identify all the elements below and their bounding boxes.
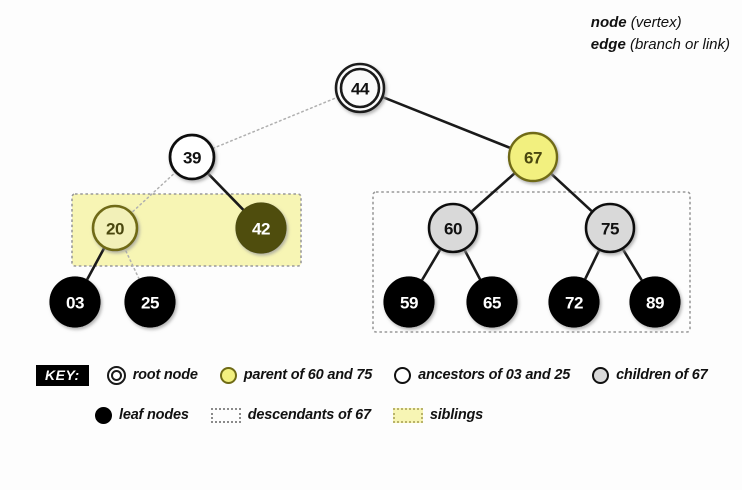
tree-edge: [205, 170, 246, 213]
key-legend: KEY: root node parent of 60 and 75 ances…: [0, 352, 742, 442]
node-label: 59: [400, 294, 418, 313]
tree-node-44: 44: [334, 62, 386, 114]
node-label: 03: [66, 294, 84, 313]
node-circle: [334, 62, 386, 114]
node-label: 44: [351, 80, 370, 99]
root-node-icon: [106, 365, 126, 385]
tree-edge: [462, 247, 483, 283]
tree-node-59: 59: [383, 276, 435, 328]
tree-node-75: 75: [584, 202, 636, 254]
annotation-term-edge: edge: [590, 35, 626, 53]
tree-node-39: 39: [168, 133, 216, 181]
children-icon: [592, 366, 610, 384]
tree-node-25: 25: [124, 276, 176, 328]
node-circle: [584, 202, 636, 254]
key-badge: KEY:: [36, 364, 89, 386]
node-circle: [383, 276, 435, 328]
tree-node-60: 60: [427, 202, 479, 254]
annotation-legend: node (vertex) edge (branch or link): [591, 12, 730, 56]
node-circle: [168, 133, 216, 181]
annotation-paren-edge: (branch or link): [625, 35, 730, 53]
tree-node-20: 20: [91, 204, 139, 252]
legend-item-siblings: siblings: [392, 407, 484, 423]
legend-item-parent: parent of 60 and 75: [219, 366, 373, 384]
tree-edge: [210, 95, 340, 150]
node-label: 72: [565, 294, 583, 313]
parent-icon: [219, 366, 237, 384]
legend-label-descendants: descendants of 67: [247, 407, 371, 423]
node-label: 65: [483, 294, 501, 313]
node-label: 42: [252, 220, 270, 239]
node-label: 67: [524, 149, 542, 168]
tree-edge: [548, 171, 595, 214]
tree-edge: [468, 170, 518, 215]
tree-edges: [85, 95, 644, 283]
legend-item-ancestors: ancestors of 03 and 25: [394, 366, 571, 384]
yellow-box-icon: [392, 407, 423, 423]
annotation-term-node: node: [590, 14, 627, 31]
tree-node-67: 67: [507, 131, 559, 183]
node-inner-ring: [339, 67, 381, 109]
tree-edge: [380, 95, 513, 150]
tree-edge: [620, 246, 644, 283]
node-circle: [235, 202, 287, 254]
node-circle: [427, 202, 479, 254]
tree-node-72: 72: [548, 276, 600, 328]
node-circle: [548, 276, 600, 328]
node-label: 89: [646, 294, 664, 313]
node-circle: [629, 276, 681, 328]
node-circle: [466, 276, 518, 328]
annotation-line-node: node (vertex): [591, 12, 730, 34]
tree-edge: [583, 247, 602, 282]
tree-node-42: 42: [235, 202, 287, 254]
node-circle: [507, 131, 559, 183]
tree-edge: [85, 245, 107, 283]
tree-node-03: 03: [49, 276, 101, 328]
legend-label-parent: parent of 60 and 75: [243, 367, 373, 383]
legend-label-leaf-nodes: leaf nodes: [119, 407, 189, 423]
tree-edge: [419, 246, 443, 283]
node-label: 25: [141, 294, 159, 313]
descendants-box: [372, 191, 691, 333]
legend-label-siblings: siblings: [429, 407, 484, 423]
legend-label-root-node: root node: [132, 367, 198, 383]
annotation-line-edge: edge (branch or link): [591, 34, 730, 56]
tree-nodes: 44 39 67 20 42 60 75 03 25 59 65 72 89: [49, 62, 681, 328]
node-label: 39: [183, 149, 201, 168]
annotation-paren-node: (vertex): [626, 14, 682, 31]
leaf-icon: [95, 406, 112, 424]
ancestor-icon: [394, 366, 412, 384]
dashed-box-icon: [210, 407, 241, 423]
binary-tree-graphic: 44 39 67 20 42 60 75 03 25 59 65 72 89: [49, 62, 691, 333]
legend-label-children: children of 67: [616, 367, 708, 383]
legend-row-2: leaf nodes descendants of 67 siblings: [0, 398, 742, 432]
tree-edge: [129, 170, 178, 215]
node-circle: [124, 276, 176, 328]
legend-item-descendants: descendants of 67: [210, 407, 371, 423]
node-circle: [49, 276, 101, 328]
node-circle: [91, 204, 139, 252]
legend-item-root-node: root node: [106, 365, 198, 385]
node-label: 75: [601, 220, 619, 239]
legend-item-children: children of 67: [592, 366, 708, 384]
tree-node-65: 65: [466, 276, 518, 328]
legend-row-1: KEY: root node parent of 60 and 75 ances…: [0, 358, 742, 392]
tree-node-89: 89: [629, 276, 681, 328]
legend-item-leaf-nodes: leaf nodes: [95, 406, 189, 424]
tree-edge: [123, 246, 141, 282]
node-label: 60: [444, 220, 462, 239]
legend-label-ancestors: ancestors of 03 and 25: [418, 367, 571, 383]
node-label: 20: [106, 220, 124, 239]
